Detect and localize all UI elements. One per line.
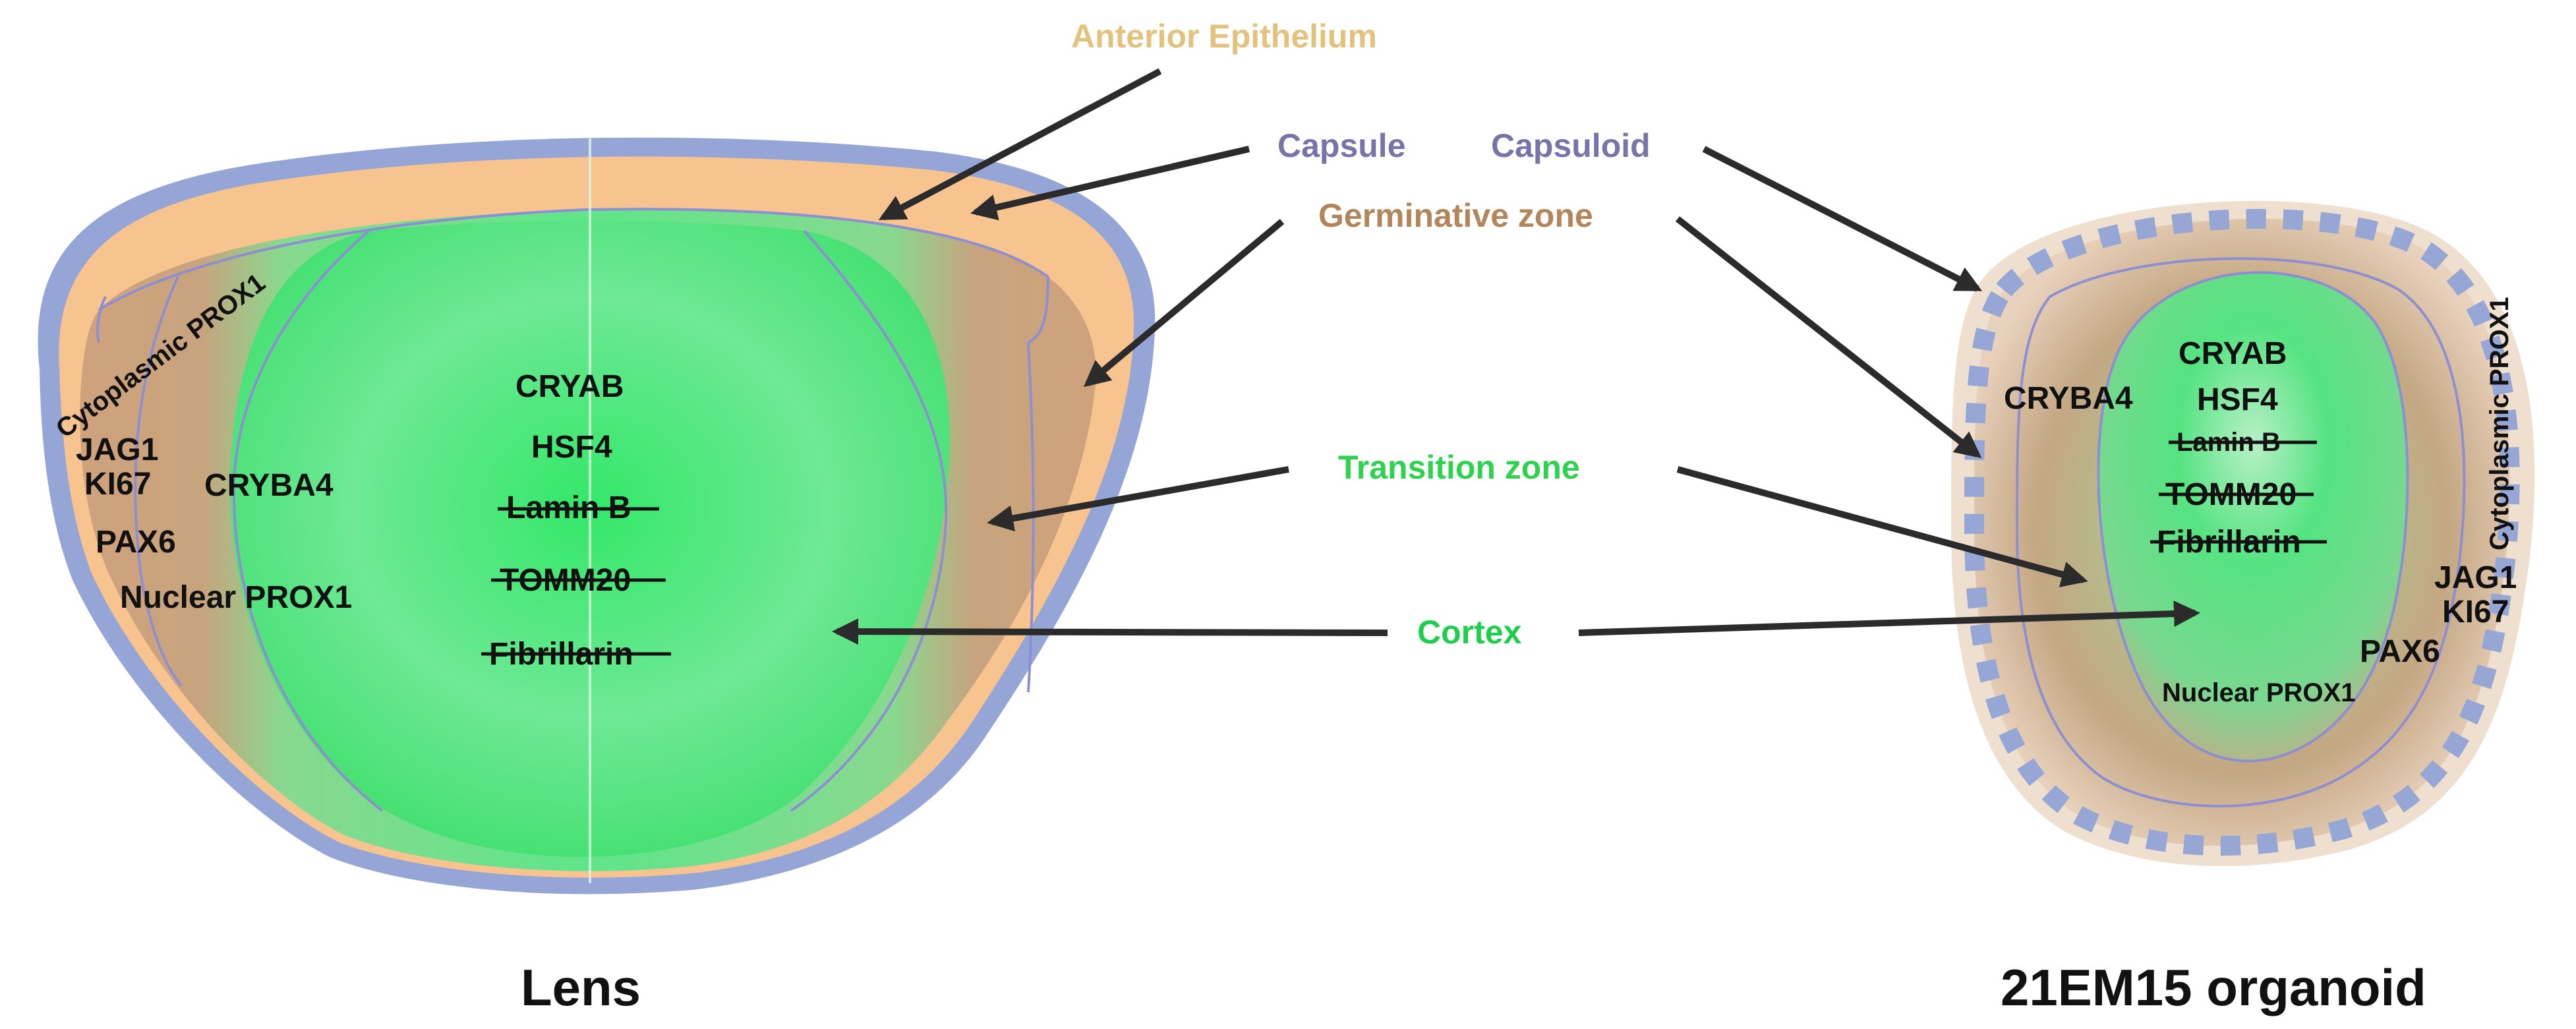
- arrows: [832, 68, 2200, 645]
- arrow-germinative-to-lens: [1083, 219, 1285, 388]
- organoid-marker-cryba4: CRYBA4: [2004, 381, 2133, 416]
- lens-marker-pax6: PAX6: [96, 525, 176, 560]
- arrow-capsule-to-lens: [970, 146, 1250, 221]
- arrow-cortex-to-lens: [832, 618, 1388, 645]
- arrow-capsuloid-to-organoid: [1702, 146, 1983, 292]
- lens-marker-nuclear-prox1: Nuclear PROX1: [120, 580, 352, 615]
- label-cortex: Cortex: [1417, 614, 1522, 651]
- arrow-anterior-to-lens: [878, 68, 1162, 221]
- lens-marker-cryab: CRYAB: [515, 369, 624, 404]
- lens-marker-hsf4: HSF4: [531, 430, 612, 465]
- arrow-transition-to-lens: [987, 466, 1289, 532]
- organoid-marker-jag1: JAG1: [2434, 560, 2517, 595]
- lens-title: Lens: [521, 958, 641, 1016]
- zone-labels: Anterior Epithelium Capsule Capsuloid Ge…: [1071, 18, 1651, 651]
- organoid-figure: [1951, 200, 2535, 866]
- label-anterior-epithelium: Anterior Epithelium: [1071, 18, 1377, 55]
- lens-marker-jag1: JAG1: [76, 432, 158, 467]
- organoid-core: [2097, 271, 2409, 763]
- lens-fiber-lines: [96, 208, 1049, 812]
- organoid-markers: CRYBA4 CRYAB HSF4 Lamin B TOMM20 Fibrill…: [2004, 297, 2517, 707]
- organoid-marker-hsf4: HSF4: [2197, 382, 2278, 417]
- arrow-transition-to-organoid: [1676, 466, 2088, 587]
- arrow-cortex-to-organoid: [1578, 601, 2200, 636]
- lens-figure: [38, 137, 1156, 895]
- label-transition-zone: Transition zone: [1338, 449, 1580, 486]
- label-capsuloid: Capsuloid: [1491, 127, 1651, 164]
- label-germinative-zone: Germinative zone: [1318, 197, 1593, 234]
- organoid-marker-cryab: CRYAB: [2179, 336, 2287, 371]
- organoid-marker-cytoplasmic-prox1: Cytoplasmic PROX1: [2485, 297, 2514, 550]
- organoid-outer-loop: [2015, 257, 2466, 808]
- organoid-marker-nuclear-prox1: Nuclear PROX1: [2162, 678, 2355, 707]
- lens-marker-cryba4: CRYBA4: [204, 468, 334, 503]
- organoid-title: 21EM15 organoid: [2001, 958, 2426, 1016]
- label-capsule: Capsule: [1277, 127, 1406, 164]
- lens-marker-ki67: KI67: [84, 467, 151, 502]
- organoid-capsuloid-border: [1964, 209, 2520, 856]
- organoid-marker-ki67: KI67: [2442, 595, 2509, 630]
- arrow-germinative-to-organoid: [1675, 216, 1982, 458]
- organoid-marker-pax6: PAX6: [2360, 634, 2440, 669]
